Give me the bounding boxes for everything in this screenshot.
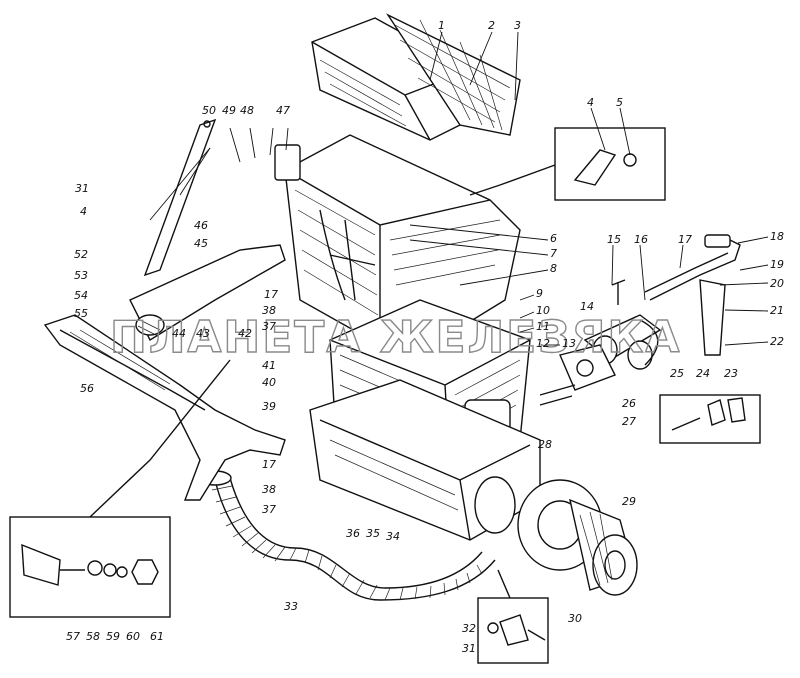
label-38a: 38 — [262, 304, 276, 317]
label-59: 59 — [106, 630, 120, 643]
label-21: 21 — [770, 304, 784, 317]
label-17a: 17 — [678, 233, 692, 246]
label-53: 53 — [74, 269, 88, 282]
inset-bottom-left — [9, 359, 231, 618]
label-52: 52 — [74, 248, 88, 261]
label-18: 18 — [770, 230, 784, 243]
label-16: 16 — [634, 233, 648, 246]
watermark: ПЛАНЕТА ЖЕЛЕЗЯКА — [110, 312, 681, 363]
label-19: 19 — [770, 258, 784, 271]
label-3: 3 — [514, 19, 521, 32]
valve-and-tubing — [539, 234, 741, 406]
inset-right-mid — [659, 394, 761, 444]
label-33: 33 — [284, 600, 298, 613]
label-9: 9 — [536, 287, 543, 300]
label-15: 15 — [607, 233, 621, 246]
label-49: 49 — [222, 104, 236, 117]
label-20: 20 — [770, 277, 784, 290]
label-5: 5 — [616, 96, 623, 109]
label-43: 43 — [196, 327, 210, 340]
label-58: 58 — [86, 630, 100, 643]
inset-top-right — [469, 127, 666, 201]
label-4: 4 — [587, 96, 594, 109]
label-4b: 4 — [80, 205, 87, 218]
label-2: 2 — [488, 19, 495, 32]
heater-housing — [284, 134, 521, 346]
label-44: 44 — [172, 327, 186, 340]
label-47: 47 — [276, 104, 290, 117]
label-23: 23 — [724, 367, 738, 380]
label-7: 7 — [550, 247, 557, 260]
label-31a: 31 — [462, 642, 476, 655]
label-39: 39 — [262, 400, 276, 413]
label-1: 1 — [438, 19, 445, 32]
label-38b: 38 — [262, 483, 276, 496]
top-cover-assembly — [311, 13, 521, 141]
label-45: 45 — [194, 237, 208, 250]
inset-bottom-center — [477, 569, 549, 664]
label-61: 61 — [150, 630, 164, 643]
label-46: 46 — [194, 219, 208, 232]
label-56: 56 — [80, 382, 94, 395]
label-17b: 17 — [264, 288, 278, 301]
label-40: 40 — [262, 376, 276, 389]
label-27: 27 — [622, 415, 636, 428]
label-17c: 17 — [262, 458, 276, 471]
label-31b: 31 — [75, 182, 89, 195]
label-12: 12 — [536, 337, 550, 350]
label-34: 34 — [386, 530, 400, 543]
label-29: 29 — [622, 495, 636, 508]
label-42: 42 — [238, 327, 252, 340]
label-32: 32 — [462, 622, 476, 635]
label-37b: 37 — [262, 503, 276, 516]
label-24: 24 — [696, 367, 710, 380]
label-36: 36 — [346, 527, 360, 540]
label-22: 22 — [770, 335, 784, 348]
label-48: 48 — [240, 104, 254, 117]
fan-motor — [517, 479, 638, 596]
label-26: 26 — [622, 397, 636, 410]
label-6: 6 — [550, 232, 557, 245]
label-8: 8 — [550, 262, 557, 275]
label-14: 14 — [580, 300, 594, 313]
label-25: 25 — [670, 367, 684, 380]
part-labels: 1 2 3 4 5 6 7 8 9 10 11 12 13 14 15 16 1… — [66, 19, 784, 655]
label-50: 50 — [202, 104, 216, 117]
label-10: 10 — [536, 304, 550, 317]
label-41: 41 — [262, 359, 276, 372]
label-28: 28 — [538, 438, 552, 451]
label-13: 13 — [562, 337, 576, 350]
label-30: 30 — [568, 612, 582, 625]
label-60: 60 — [126, 630, 140, 643]
label-55: 55 — [74, 307, 88, 320]
label-11: 11 — [536, 320, 550, 333]
control-levers — [43, 118, 301, 501]
label-37a: 37 — [262, 320, 276, 333]
leader-lines — [149, 31, 769, 346]
label-54: 54 — [74, 289, 88, 302]
label-57: 57 — [66, 630, 80, 643]
label-35: 35 — [366, 527, 380, 540]
